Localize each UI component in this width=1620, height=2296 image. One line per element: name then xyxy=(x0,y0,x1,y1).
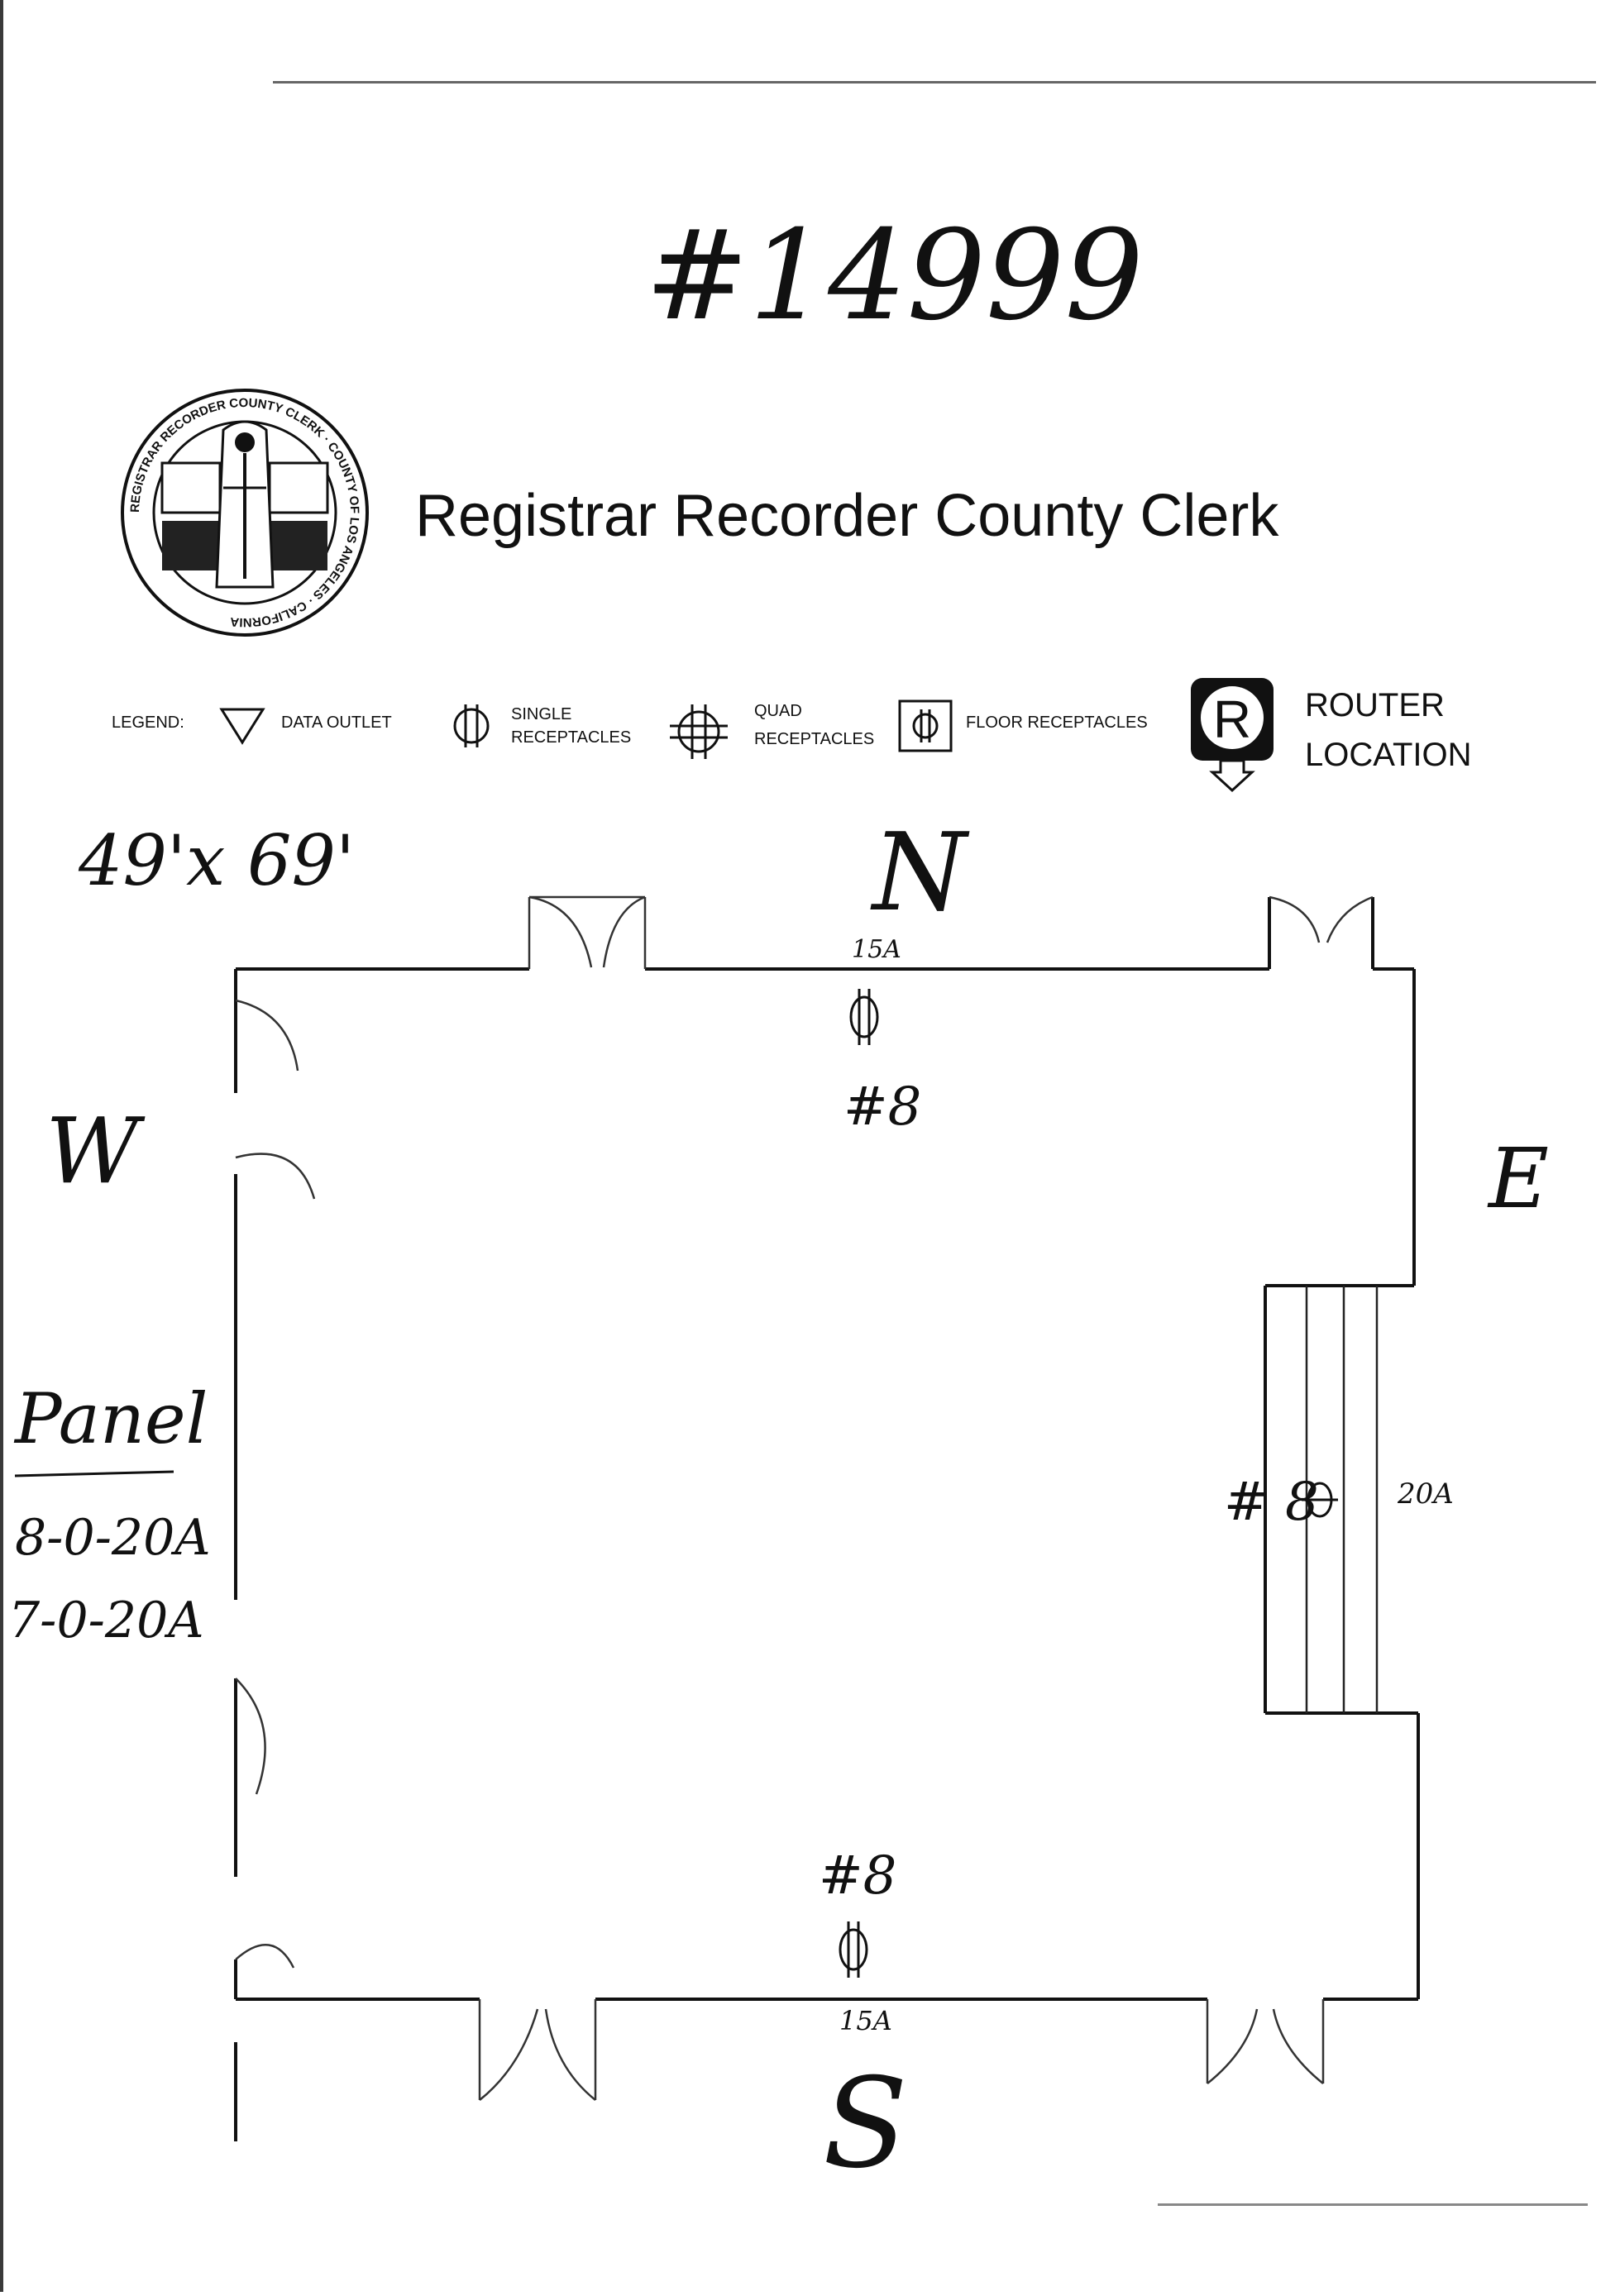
south-single-receptacle-icon xyxy=(839,1921,868,1978)
panel-circuit-2: 7-0-20A xyxy=(8,1592,204,1649)
compass-south: S xyxy=(823,2052,908,2196)
compass-west: W xyxy=(45,1098,146,1204)
panel-label: Panel xyxy=(13,1378,208,1459)
legend-label: LEGEND: xyxy=(112,714,184,732)
data-outlet-triangle-icon xyxy=(219,708,265,745)
panel-circuit-1: 8-0-20A xyxy=(15,1509,211,1567)
east-amp-label: 20A xyxy=(1397,1477,1454,1511)
quad-receptacle-icon xyxy=(670,704,728,759)
north-single-receptacle-icon xyxy=(849,989,879,1045)
header-title: Registrar Recorder County Clerk xyxy=(415,483,1279,549)
north-amp-label: 15A xyxy=(852,935,901,964)
compass-north: N xyxy=(870,809,970,935)
legend-router-label-1: ROUTER xyxy=(1305,687,1445,723)
legend-single-label-2: RECEPTACLES xyxy=(511,728,631,747)
room-walls xyxy=(234,897,1420,2141)
router-icon-letter: R xyxy=(1213,690,1251,749)
legend-data-outlet-label: DATA OUTLET xyxy=(281,714,392,732)
legend-router-label-2: LOCATION xyxy=(1305,737,1472,773)
panel-underline xyxy=(14,1470,174,1477)
file-number: #14999 xyxy=(645,204,1144,348)
room-dimensions: 49'x 69' xyxy=(78,820,355,901)
scan-left-edge xyxy=(0,0,3,2292)
north-circuit-label: #8 xyxy=(843,1076,921,1138)
legend: LEGEND: DATA OUTLET SINGLE RECEPTACLES Q… xyxy=(112,678,1472,793)
router-location-icon: R xyxy=(1191,678,1274,793)
legend-quad-label-2: RECEPTACLES xyxy=(754,730,874,748)
legend-single-label-1: SINGLE xyxy=(511,705,571,723)
scan-top-rule xyxy=(273,81,1596,84)
scan-bottom-rule xyxy=(1158,2203,1588,2206)
east-circuit-label: # 8 xyxy=(1224,1472,1319,1533)
east-single-receptacle-icon xyxy=(1302,1482,1338,1518)
legend-quad-label-1: QUAD xyxy=(754,702,802,720)
single-receptacle-icon xyxy=(453,704,490,747)
floor-receptacle-icon xyxy=(898,699,953,752)
south-circuit-label: #8 xyxy=(819,1845,896,1907)
compass-east: E xyxy=(1487,1130,1549,1227)
door-swings xyxy=(235,895,1374,2101)
south-amp-label: 15A xyxy=(839,2005,892,2036)
county-seal-logo: REGISTRAR RECORDER COUNTY CLERK · COUNTY… xyxy=(121,389,369,637)
legend-floor-label: FLOOR RECEPTACLES xyxy=(966,714,1148,732)
